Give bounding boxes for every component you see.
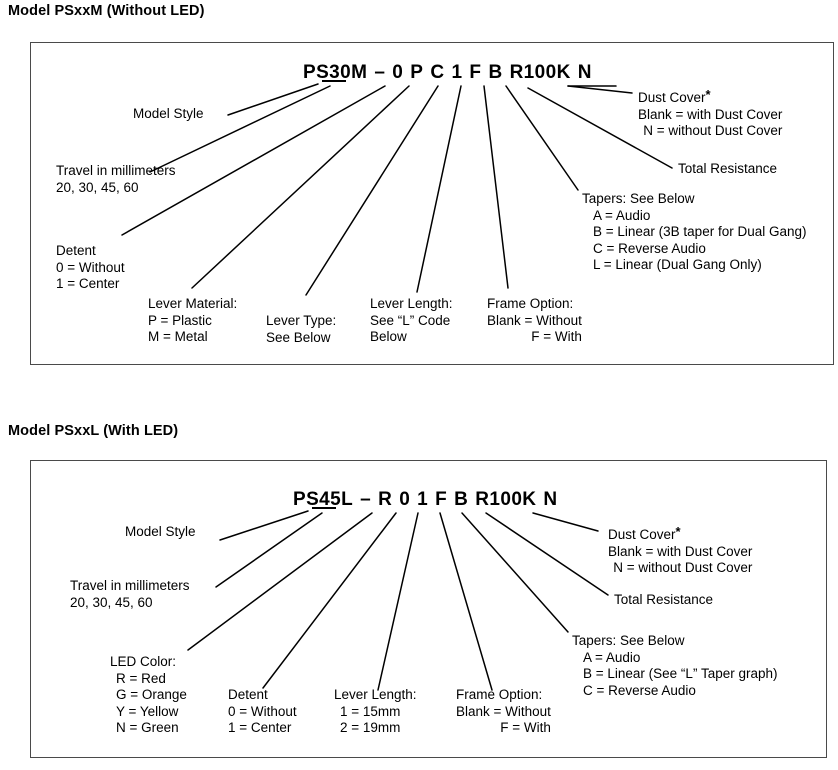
diagram1-label-detent: Detent 0 = Without 1 = Center bbox=[56, 243, 125, 291]
code1-detent: 0 bbox=[392, 62, 404, 83]
diagram1-label-lever-material: Lever Material: P = Plastic M = Metal bbox=[148, 296, 238, 344]
diagram2-label-model-style: Model Style bbox=[125, 524, 196, 539]
code1-frame-option: F bbox=[469, 62, 482, 83]
diagram2-box bbox=[30, 460, 827, 758]
code1-model-style: PS30M bbox=[303, 62, 368, 83]
dust-cover-asterisk-1: * bbox=[705, 87, 711, 102]
diagram1-label-travel: Travel in millimeters 20, 30, 45, 60 bbox=[56, 163, 176, 195]
code2-detent: 0 bbox=[399, 489, 411, 510]
code2-model-style: PS45L bbox=[293, 489, 354, 510]
code1-lever-material: P bbox=[410, 62, 424, 83]
dust-cover-text-2: Dust Cover bbox=[608, 527, 676, 542]
diagram2-label-frame-option: Frame Option: Blank = Without F = With bbox=[456, 687, 551, 735]
diagram2-label-travel: Travel in millimeters 20, 30, 45, 60 bbox=[70, 578, 190, 610]
diagram1-label-dust-cover: Dust Cover* Blank = with Dust Cover N = … bbox=[638, 87, 783, 138]
code1-total-resistance: R100K bbox=[509, 62, 571, 83]
diagram2-label-tapers: Tapers: See Below A = Audio B = Linear (… bbox=[572, 633, 778, 698]
diagram2-travel-underline bbox=[312, 507, 336, 509]
code1-dust-cover: N bbox=[577, 62, 592, 83]
code2-dash: – bbox=[360, 489, 372, 510]
code1-lever-type: C bbox=[430, 62, 445, 83]
diagram1-label-total-resistance: Total Resistance bbox=[678, 161, 778, 176]
code1-taper: B bbox=[488, 62, 503, 83]
diagram1-label-model-style: Model Style bbox=[133, 106, 204, 121]
diagram1-label-lever-length: Lever Length: See “L” Code Below bbox=[370, 296, 453, 344]
diagram2-label-detent: Detent 0 = Without 1 = Center bbox=[228, 687, 297, 735]
code2-taper: B bbox=[454, 489, 469, 510]
code2-frame-option: F bbox=[435, 489, 448, 510]
diagram1-label-frame-option: Frame Option: Blank = Without F = With bbox=[487, 296, 582, 344]
diagram1-travel-underline bbox=[322, 80, 346, 82]
diagram2-label-led-color: LED Color: R = Red G = Orange Y = Yellow… bbox=[110, 654, 187, 735]
code1-dash: – bbox=[374, 62, 386, 83]
code2-led-color: R bbox=[378, 489, 393, 510]
code1-lever-length: 1 bbox=[451, 62, 463, 83]
code2-total-resistance: R100K bbox=[475, 489, 537, 510]
code2-dust-cover: N bbox=[543, 489, 558, 510]
diagram2-label-dust-cover: Dust Cover* Blank = with Dust Cover N = … bbox=[608, 524, 753, 575]
diagram2-label-total-resistance: Total Resistance bbox=[614, 592, 714, 607]
diagram1-label-tapers: Tapers: See Below A = Audio B = Linear (… bbox=[582, 191, 807, 272]
diagram2-section-title: Model PSxxL (With LED) bbox=[8, 423, 179, 439]
code2-lever-length: 1 bbox=[417, 489, 429, 510]
diagram1-label-lever-type: Lever Type: See Below bbox=[266, 313, 337, 345]
dust-cover-asterisk-2: * bbox=[675, 524, 681, 539]
diagram2-label-lever-length: Lever Length: 1 = 15mm 2 = 19mm bbox=[334, 687, 417, 735]
diagram1-section-title: Model PSxxM (Without LED) bbox=[8, 3, 205, 19]
dust-cover-text-1: Dust Cover bbox=[638, 90, 706, 105]
